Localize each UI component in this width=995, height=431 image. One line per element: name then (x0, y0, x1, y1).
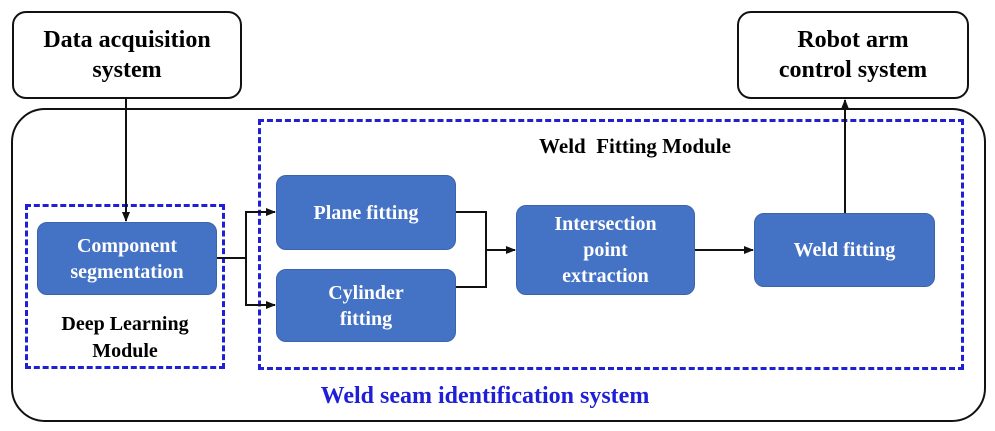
line-cylinder-to-join (456, 250, 487, 288)
intersection-point-extraction-block: Intersection point extraction (516, 205, 695, 295)
cylinder-fitting-block: Cylinder fitting (276, 269, 456, 342)
robot-arm-control-system-box: Robot arm control system (737, 11, 969, 99)
weld-fitting-module-region (258, 119, 964, 370)
line-plane-to-join (456, 211, 487, 250)
weld-seam-system-label: Weld seam identification system (320, 383, 650, 409)
arrow-segmentation-to-plane (245, 208, 276, 258)
deep-learning-module-title: Deep Learning Module (61, 313, 189, 362)
plane-fitting-block: Plane fitting (276, 175, 456, 250)
data-acquisition-system-box: Data acquisition system (12, 11, 242, 99)
component-segmentation-block: Component segmentation (37, 222, 217, 295)
weld-fitting-module-title: Weld Fitting Module (539, 134, 731, 158)
weld-fitting-block: Weld fitting (754, 213, 935, 287)
weld-seam-system-boundary (11, 108, 986, 422)
arrow-segmentation-to-cylinder (245, 258, 276, 309)
